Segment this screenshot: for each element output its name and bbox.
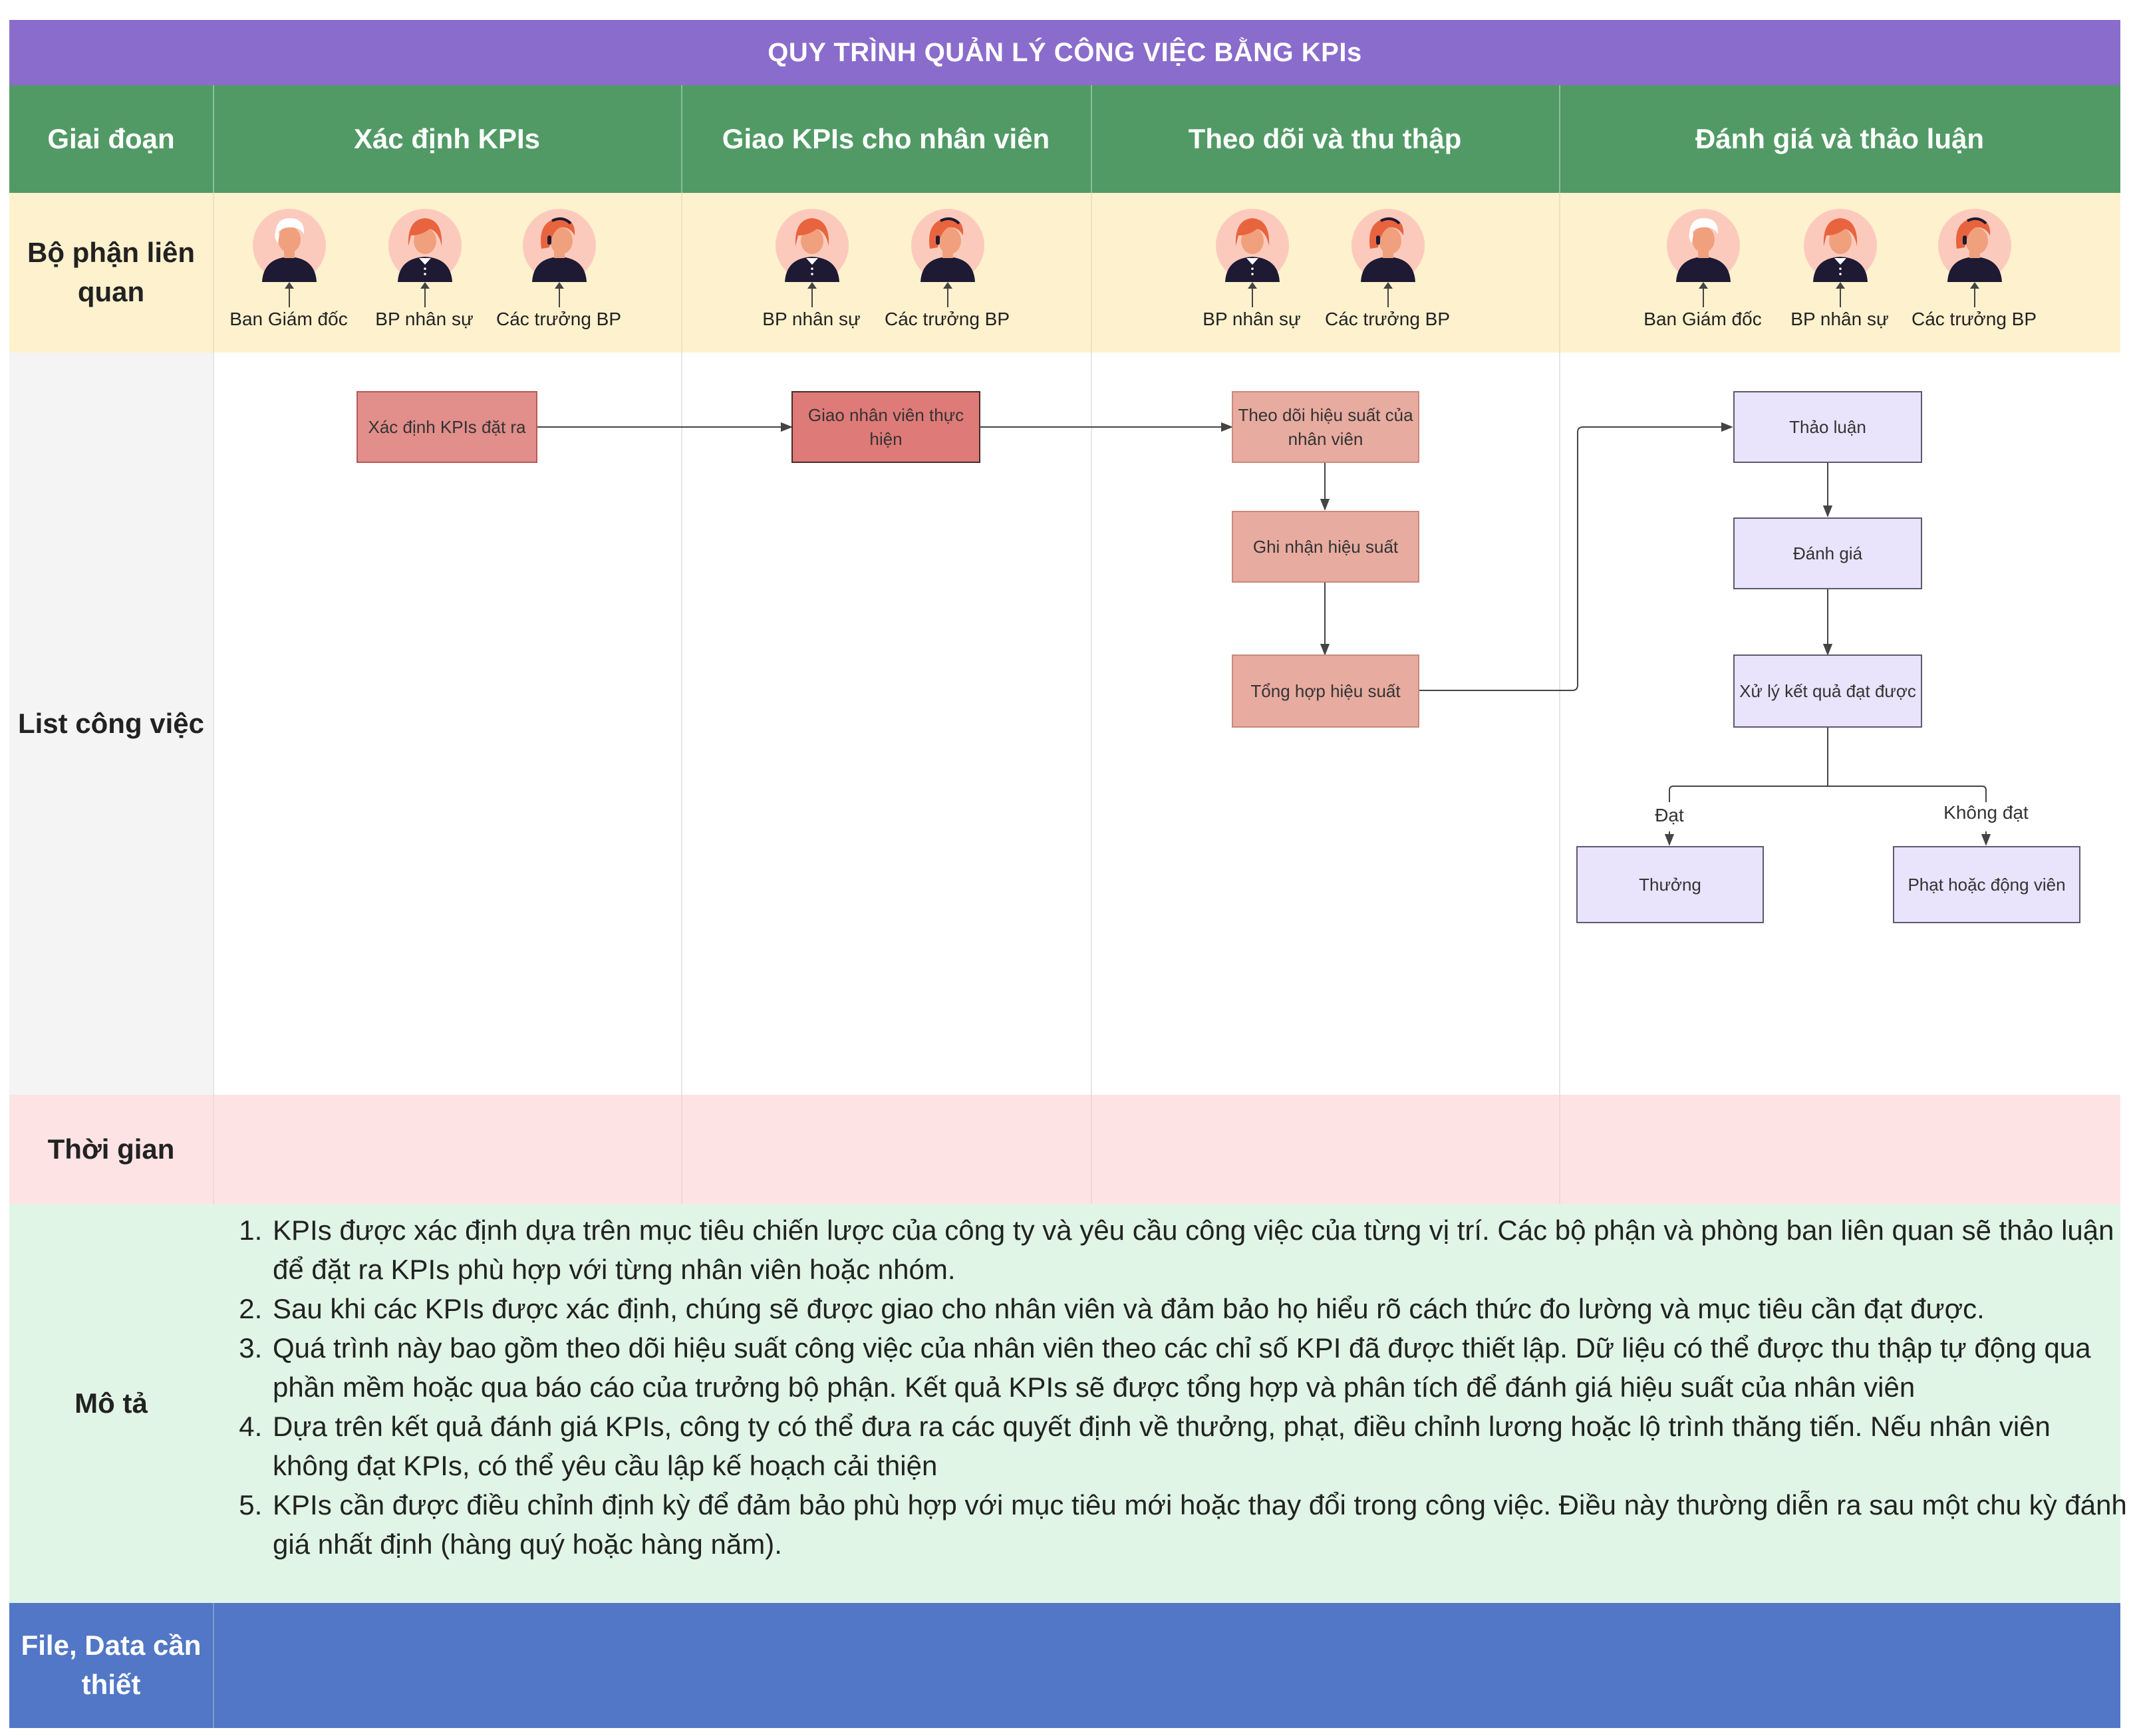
- description-item: Quá trình này bao gồm theo dõi hiệu suất…: [270, 1328, 2129, 1407]
- person-label: BP nhân sự: [1203, 309, 1301, 329]
- hr-avatar: [388, 209, 462, 282]
- person-department-head: Các trưởng BP: [1912, 198, 2037, 331]
- person-label: Các trưởng BP: [496, 309, 622, 329]
- department-head-avatar: [1938, 209, 2011, 282]
- node-reward[interactable]: Thưởng: [1576, 846, 1764, 923]
- column-divider: [213, 193, 214, 353]
- row-label-files: File, Data cần thiết: [21, 1630, 202, 1700]
- description-item: KPIs được xác định dựa trên mục tiêu chi…: [270, 1211, 2129, 1289]
- person-department-head: Các trưởng BP: [885, 198, 1010, 331]
- departments-row: Bộ phận liên quan Ban Giám đốc BP nhân sự…: [9, 193, 2120, 353]
- column-divider: [681, 193, 682, 353]
- up-arrow-icon: [807, 282, 817, 307]
- edge-summarize-to-discuss: [1419, 422, 1733, 691]
- up-arrow-icon: [1699, 282, 1708, 307]
- description-item: KPIs cần được điều chỉnh định kỳ để đảm …: [270, 1485, 2129, 1564]
- up-arrow-icon: [1836, 282, 1845, 307]
- row-label-departments: Bộ phận liên quan: [27, 237, 195, 307]
- column-divider: [1091, 1095, 1092, 1204]
- director-avatar: [1667, 209, 1740, 282]
- column-divider: [213, 1603, 214, 1728]
- files-row: File, Data cần thiết: [9, 1603, 2120, 1728]
- description-row: Mô tả KPIs được xác định dựa trên mục ti…: [9, 1204, 2127, 1603]
- node-record-performance[interactable]: Ghi nhận hiệu suất: [1232, 511, 1419, 583]
- row-label-description: Mô tả: [74, 1387, 148, 1419]
- person-hr: BP nhân sự: [1192, 198, 1312, 331]
- row-label-tasks: List công việc: [9, 353, 213, 1095]
- phase-title-evaluate: Đánh giá và thảo luận: [1695, 123, 1985, 154]
- person-director: Ban Giám đốc: [1643, 198, 1763, 331]
- person-label: BP nhân sự: [762, 309, 861, 329]
- phase-title-define: Xác định KPIs: [353, 123, 541, 154]
- person-label: Các trưởng BP: [1911, 309, 2037, 329]
- node-define-kpi[interactable]: Xác định KPIs đặt ra: [356, 391, 537, 463]
- column-divider: [1091, 353, 1092, 1095]
- column-divider: [213, 85, 214, 193]
- row-label-time: Thời gian: [47, 1133, 175, 1165]
- person-label: Các trưởng BP: [884, 309, 1010, 329]
- node-discuss[interactable]: Thảo luận: [1733, 391, 1922, 463]
- hr-avatar: [776, 209, 849, 282]
- column-divider: [1091, 85, 1092, 193]
- column-divider: [1559, 193, 1560, 353]
- person-hr: BP nhân sự: [364, 198, 484, 331]
- person-label: Ban Giám đốc: [229, 309, 348, 329]
- up-arrow-icon: [1383, 282, 1393, 307]
- director-avatar: [253, 209, 326, 282]
- phase-row: Giai đoạn Xác định KPIs Giao KPIs cho nh…: [9, 85, 2120, 193]
- person-hr: BP nhân sự: [1780, 198, 1900, 331]
- person-label: Ban Giám đốc: [1643, 309, 1762, 329]
- department-head-avatar: [911, 209, 984, 282]
- description-item: Dựa trên kết quả đánh giá KPIs, công ty …: [270, 1407, 2129, 1485]
- flow-connectors: [537, 422, 1991, 846]
- description-list: KPIs được xác định dựa trên mục tiêu chi…: [235, 1211, 2129, 1564]
- edge-process-branch-pass: [1669, 728, 1828, 802]
- node-monitor-performance[interactable]: Theo dõi hiệu suất của nhân viên: [1232, 391, 1419, 463]
- description-item: Sau khi các KPIs được xác định, chúng sẽ…: [270, 1289, 2129, 1328]
- column-divider: [213, 353, 214, 1095]
- node-process-results[interactable]: Xử lý kết quả đạt được: [1733, 654, 1922, 728]
- node-assign-employee[interactable]: Giao nhân viên thực hiện: [791, 391, 980, 463]
- column-divider: [1091, 193, 1092, 353]
- diagram-title: QUY TRÌNH QUẢN LÝ CÔNG VIỆC BẰNG KPIs: [9, 20, 2120, 85]
- edge-label-pass: Đạt: [1655, 805, 1684, 825]
- person-department-head: Các trưởng BP: [1325, 198, 1450, 331]
- column-divider: [1559, 1095, 1560, 1204]
- person-director: Ban Giám đốc: [229, 198, 349, 331]
- person-hr: BP nhân sự: [752, 198, 871, 331]
- phase-title-monitor: Theo dõi và thu thập: [1188, 123, 1462, 154]
- column-divider: [681, 1095, 682, 1204]
- department-head-avatar: [1351, 209, 1425, 282]
- column-divider: [213, 1095, 214, 1204]
- node-summarize-performance[interactable]: Tổng hợp hiệu suất: [1232, 654, 1419, 728]
- column-divider: [1559, 85, 1560, 193]
- up-arrow-icon: [1248, 282, 1257, 307]
- time-row: Thời gian: [9, 1095, 2120, 1204]
- hr-avatar: [1804, 209, 1877, 282]
- up-arrow-icon: [285, 282, 294, 307]
- up-arrow-icon: [943, 282, 952, 307]
- column-divider: [681, 353, 682, 1095]
- hr-avatar: [1216, 209, 1289, 282]
- column-divider: [213, 1204, 214, 1603]
- up-arrow-icon: [1970, 282, 1979, 307]
- person-label: BP nhân sự: [375, 309, 474, 329]
- person-label: BP nhân sự: [1790, 309, 1889, 329]
- row-label-phase: Giai đoạn: [47, 122, 175, 154]
- up-arrow-icon: [420, 282, 430, 307]
- node-penalty-or-motivate[interactable]: Phạt hoặc động viên: [1893, 846, 2080, 923]
- person-department-head: Các trưởng BP: [496, 198, 621, 331]
- column-divider: [1559, 353, 1560, 1095]
- edge-label-fail: Không đạt: [1943, 802, 2029, 823]
- department-head-avatar: [523, 209, 596, 282]
- up-arrow-icon: [555, 282, 564, 307]
- tasks-row: List công việc: [9, 353, 2120, 1095]
- column-divider: [681, 85, 682, 193]
- person-label: Các trưởng BP: [1324, 309, 1451, 329]
- edge-process-branch-fail: [1828, 786, 1987, 802]
- phase-title-assign: Giao KPIs cho nhân viên: [722, 123, 1050, 154]
- node-evaluate[interactable]: Đánh giá: [1733, 517, 1922, 589]
